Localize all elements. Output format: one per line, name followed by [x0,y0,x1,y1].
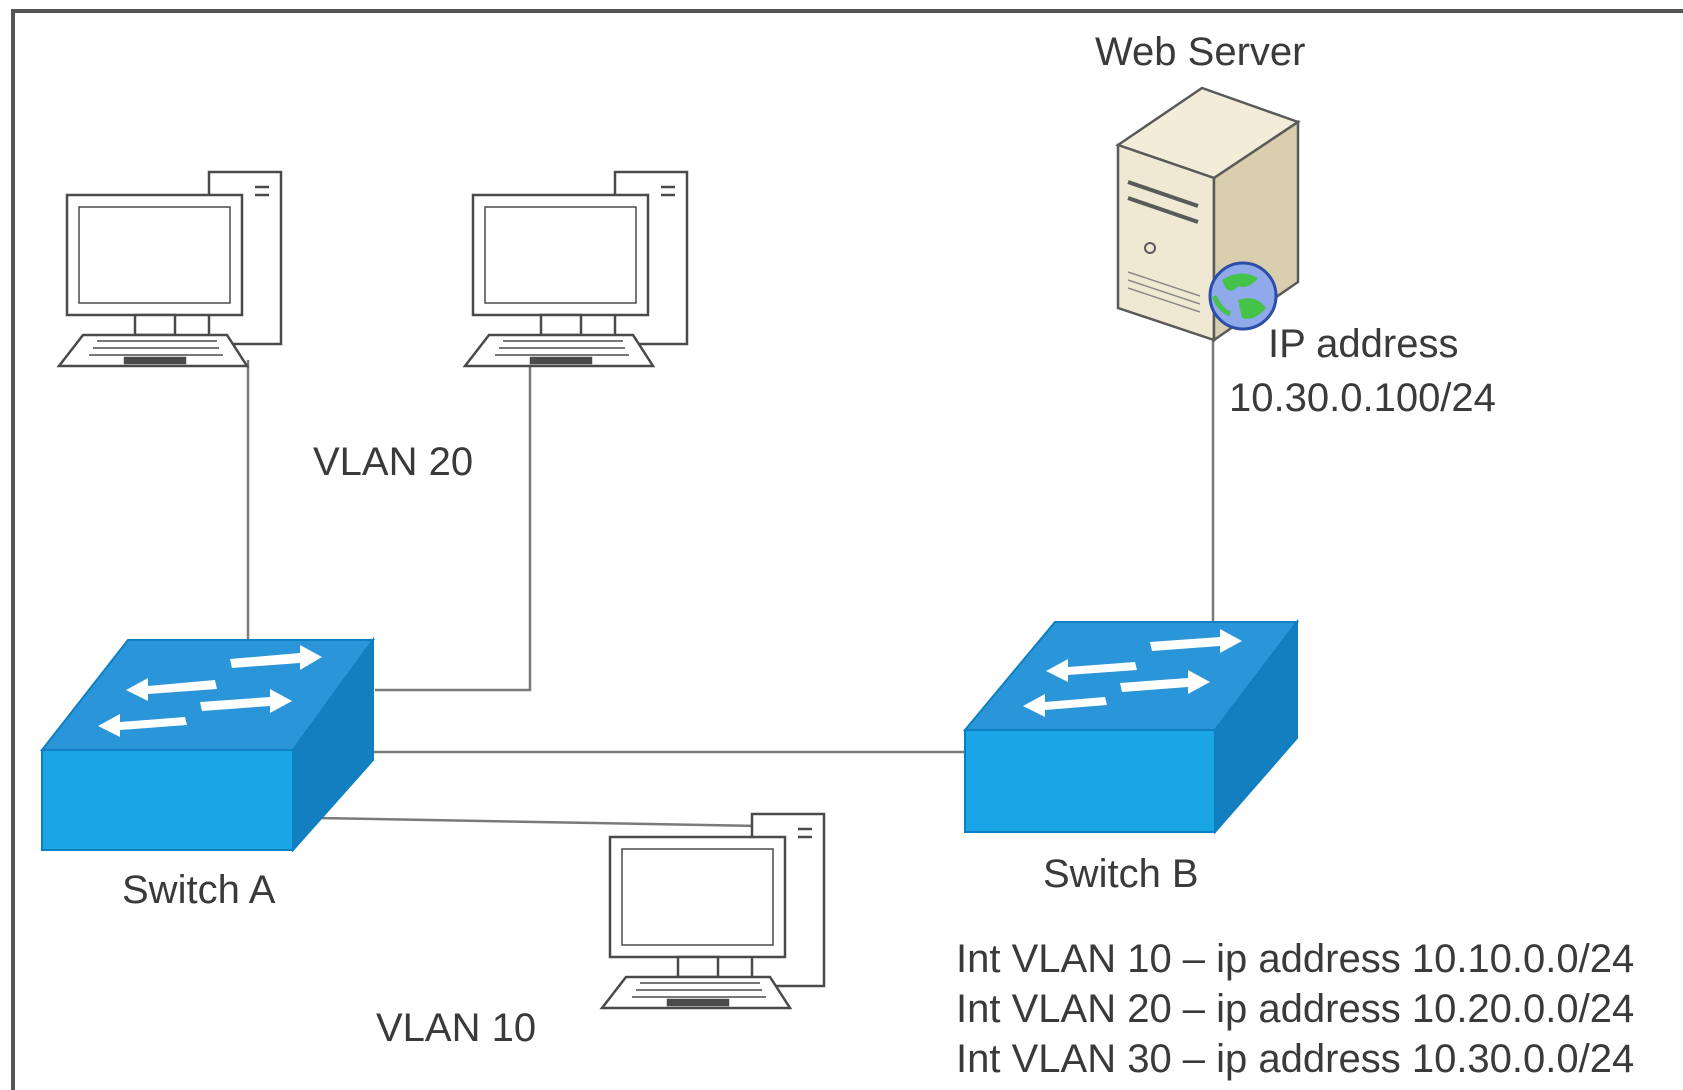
switch-a-label: Switch A [122,868,276,912]
web-server-label: Web Server [1095,30,1306,74]
vlan20-label: VLAN 20 [313,440,474,484]
switch-b-interface-vlan20: Int VLAN 20 – ip address 10.20.0.0/24 [956,987,1635,1031]
vlan10-label: VLAN 10 [376,1006,537,1050]
connection-lines [246,325,1215,828]
switch-icon [39,636,375,853]
desktop-computer-icon [462,170,689,368]
switch-b-interface-vlan10: Int VLAN 10 – ip address 10.10.0.0/24 [956,937,1635,981]
switch-b-interface-vlan30: Int VLAN 30 – ip address 10.30.0.0/24 [956,1037,1635,1081]
diagram-border [11,9,1683,1090]
desktop-computer-icon [56,170,283,368]
globe-icon [1208,261,1278,331]
ip-address-value: 10.30.0.100/24 [1229,376,1496,420]
desktop-computer-icon [599,812,826,1010]
switch-icon [962,619,1300,835]
ip-address-title: IP address [1268,322,1459,366]
switch-b-label: Switch B [1043,852,1199,896]
